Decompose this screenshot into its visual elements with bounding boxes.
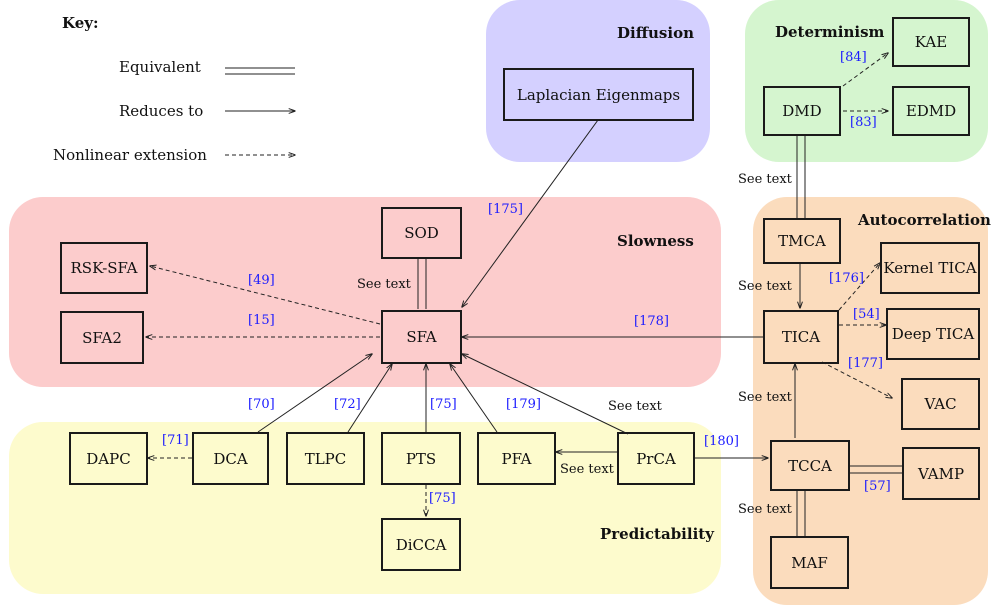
citation-84: [84] bbox=[840, 50, 867, 65]
autocorrelation-title: Autocorrelation bbox=[858, 211, 991, 229]
slowness-title: Slowness bbox=[617, 232, 694, 250]
citation-180: [180] bbox=[704, 434, 739, 449]
node-laplacian-eigenmaps: Laplacian Eigenmaps bbox=[503, 68, 694, 121]
node-pfa: PFA bbox=[477, 432, 556, 485]
node-diccca: DiCCA bbox=[381, 518, 461, 571]
edge-tcca-vamp bbox=[850, 465, 902, 474]
predictability-region bbox=[9, 422, 721, 594]
node-kae: KAE bbox=[892, 17, 970, 67]
citation-75-pts-sfa: [75] bbox=[430, 397, 457, 412]
see-text-tcca-tica: See text bbox=[738, 390, 792, 405]
key-equivalent-label: Equivalent bbox=[119, 58, 201, 76]
citation-179: [179] bbox=[506, 397, 541, 412]
edge-prca-sfa bbox=[462, 354, 629, 435]
node-dmd: DMD bbox=[763, 86, 841, 136]
node-rsk-sfa: RSK-SFA bbox=[60, 242, 148, 294]
edge-pfa-sfa bbox=[450, 364, 498, 433]
edge-dmd-kae bbox=[842, 53, 888, 87]
citation-178: [178] bbox=[634, 314, 669, 329]
node-tlpc: TLPC bbox=[286, 432, 365, 485]
edge-sod-sfa bbox=[417, 259, 427, 309]
see-text-tcca-maf: See text bbox=[738, 502, 792, 517]
key-reduces-label: Reduces to bbox=[119, 102, 204, 120]
see-text-prca-pfa: See text bbox=[560, 462, 614, 477]
node-tmca: TMCA bbox=[763, 218, 841, 264]
edge-laplacian-sfa bbox=[462, 119, 599, 307]
citation-70: [70] bbox=[248, 397, 275, 412]
diffusion-region bbox=[486, 0, 710, 162]
node-deep-tica: Deep TICA bbox=[886, 308, 980, 360]
key-equivalent-line bbox=[225, 67, 295, 75]
node-tcca: TCCA bbox=[770, 440, 850, 491]
citation-57: [57] bbox=[864, 479, 891, 494]
edge-tica-kerneltica bbox=[838, 263, 880, 311]
citation-176: [176] bbox=[829, 271, 864, 286]
see-text-dmd-tmca: See text bbox=[738, 172, 792, 187]
citation-71: [71] bbox=[162, 433, 189, 448]
node-sod: SOD bbox=[381, 207, 462, 259]
node-edmd: EDMD bbox=[892, 86, 970, 136]
node-pts: PTS bbox=[381, 432, 461, 485]
see-text-prca-sfa: See text bbox=[608, 399, 662, 414]
citation-15: [15] bbox=[248, 313, 275, 328]
edge-sfa-rsksfa bbox=[150, 266, 381, 325]
node-tica: TICA bbox=[763, 310, 839, 364]
see-text-sod-sfa: See text bbox=[357, 277, 411, 292]
determinism-title: Determinism bbox=[775, 23, 885, 41]
see-text-tmca-tica: See text bbox=[738, 279, 792, 294]
node-kernel-tica: Kernel TICA bbox=[880, 242, 980, 294]
node-prca: PrCA bbox=[617, 432, 695, 485]
node-vac: VAC bbox=[901, 378, 980, 430]
edge-tica-vac bbox=[821, 361, 892, 398]
edge-dca-sfa bbox=[257, 354, 372, 433]
node-dapc: DAPC bbox=[69, 432, 148, 485]
citation-177: [177] bbox=[848, 356, 883, 371]
citation-83: [83] bbox=[850, 115, 877, 130]
citation-72: [72] bbox=[334, 397, 361, 412]
predictability-title: Predictability bbox=[600, 525, 714, 543]
citation-75-pts-diccca: [75] bbox=[429, 491, 456, 506]
key-title: Key: bbox=[62, 14, 99, 32]
node-dca: DCA bbox=[192, 432, 269, 485]
node-sfa: SFA bbox=[381, 310, 462, 364]
edge-dmd-tmca bbox=[796, 134, 806, 218]
diffusion-title: Diffusion bbox=[617, 24, 694, 42]
node-sfa2: SFA2 bbox=[60, 311, 144, 364]
citation-175: [175] bbox=[488, 202, 523, 217]
citation-49: [49] bbox=[248, 273, 275, 288]
citation-54: [54] bbox=[853, 307, 880, 322]
edge-tlpc-sfa bbox=[347, 364, 392, 433]
node-maf: MAF bbox=[770, 536, 849, 589]
edge-tcca-maf bbox=[796, 491, 806, 536]
node-vamp: VAMP bbox=[902, 447, 980, 500]
key-nonlinear-label: Nonlinear extension bbox=[53, 146, 207, 164]
